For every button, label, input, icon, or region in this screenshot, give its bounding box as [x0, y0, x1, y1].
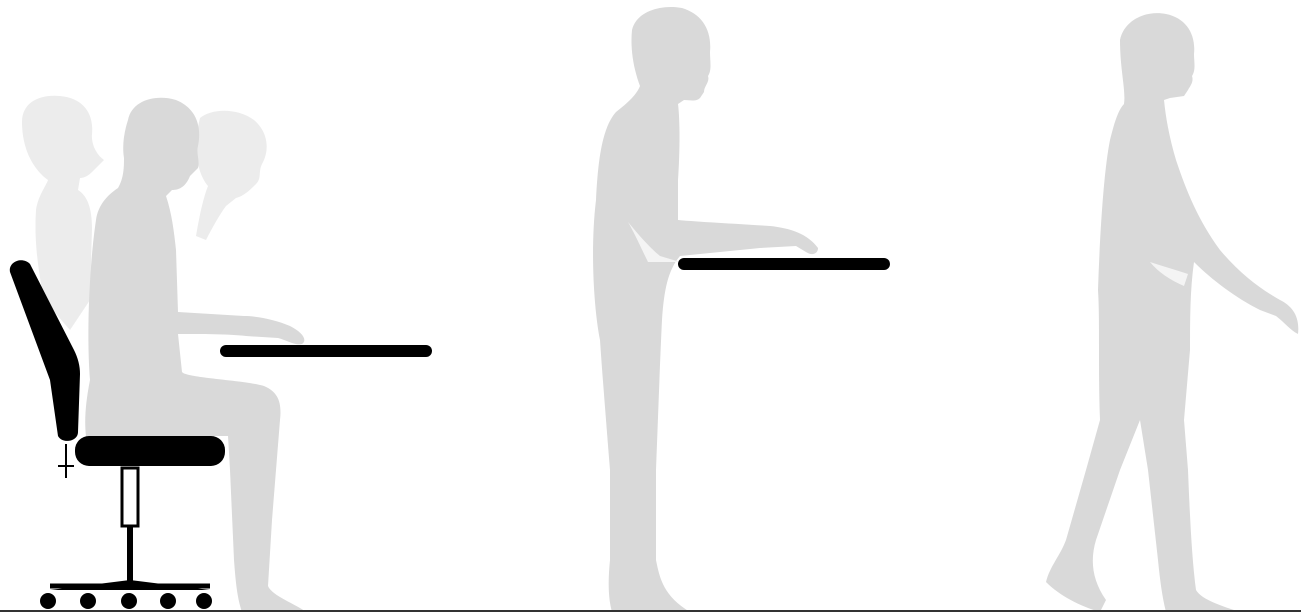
standing-desk: [678, 258, 890, 270]
sitting-posture-group: [10, 96, 432, 612]
chair-caster: [196, 593, 212, 609]
walking-posture-group: [1046, 13, 1298, 612]
standing-posture-group: [593, 7, 890, 612]
ghost-forward-silhouette: [196, 111, 267, 240]
walking-figure-silhouette: [1046, 13, 1298, 612]
chair-caster: [40, 593, 56, 609]
chair-caster: [121, 593, 137, 609]
chair-gas-cylinder-upper: [122, 468, 138, 526]
ghost-figure-leaning-forward: [196, 111, 267, 240]
sitting-desk: [220, 345, 432, 357]
chair-gas-cylinder-lower: [127, 526, 133, 582]
chair-lever: [58, 444, 74, 478]
chair-seat: [75, 436, 225, 466]
standing-figure-silhouette: [593, 7, 818, 612]
chair-caster: [160, 593, 176, 609]
chair-caster: [80, 593, 96, 609]
